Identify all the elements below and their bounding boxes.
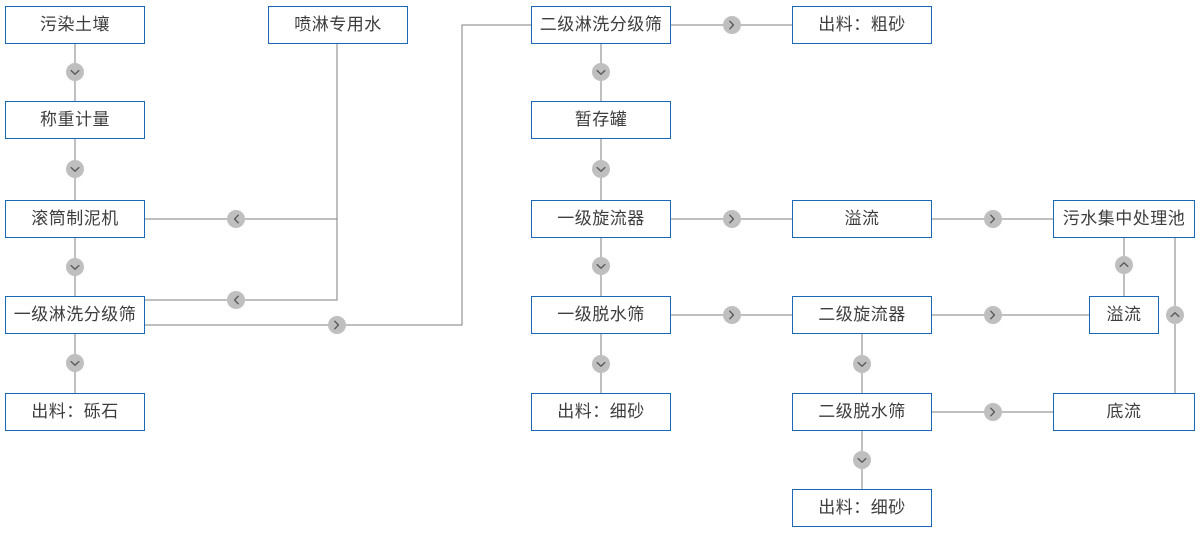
flow-node-label: 底流 bbox=[1106, 401, 1142, 422]
flow-node-label: 二级脱水筛 bbox=[818, 401, 906, 422]
edge-direction-marker bbox=[1166, 306, 1184, 324]
edge-direction-marker bbox=[66, 63, 84, 81]
chevron-up-icon bbox=[1170, 312, 1180, 318]
edge-direction-marker bbox=[984, 306, 1002, 324]
chevron-right-icon bbox=[334, 320, 340, 330]
chevron-right-icon bbox=[729, 214, 735, 224]
flow-node[interactable]: 喷淋专用水 bbox=[268, 6, 408, 44]
flow-node-label: 溢流 bbox=[1106, 304, 1142, 325]
flow-node-label: 出料：细砂 bbox=[557, 401, 645, 422]
edge-direction-marker bbox=[853, 355, 871, 373]
edge-direction-marker bbox=[723, 16, 741, 34]
chevron-right-icon bbox=[990, 407, 996, 417]
edge-direction-marker bbox=[66, 354, 84, 372]
edge-direction-marker bbox=[723, 306, 741, 324]
flow-node[interactable]: 滚筒制泥机 bbox=[5, 200, 145, 238]
flow-node-label: 污水集中处理池 bbox=[1062, 208, 1186, 229]
edge-direction-marker bbox=[984, 403, 1002, 421]
flow-node-label: 一级脱水筛 bbox=[557, 304, 645, 325]
chevron-down-icon bbox=[857, 361, 867, 367]
chevron-left-icon bbox=[233, 295, 239, 305]
edge-direction-marker bbox=[328, 316, 346, 334]
flow-node[interactable]: 一级脱水筛 bbox=[531, 296, 671, 334]
flow-node[interactable]: 一级旋流器 bbox=[531, 200, 671, 238]
flow-node[interactable]: 出料：粗砂 bbox=[792, 6, 932, 44]
chevron-down-icon bbox=[596, 361, 606, 367]
flow-node-label: 暂存罐 bbox=[574, 109, 628, 130]
flow-node-label: 称重计量 bbox=[40, 109, 110, 130]
flow-node[interactable]: 暂存罐 bbox=[531, 101, 671, 139]
chevron-down-icon bbox=[70, 166, 80, 172]
flow-node[interactable]: 二级脱水筛 bbox=[792, 393, 932, 431]
edge bbox=[145, 24, 531, 326]
flow-node-label: 一级淋洗分级筛 bbox=[13, 304, 137, 325]
chevron-left-icon bbox=[233, 214, 239, 224]
chevron-right-icon bbox=[990, 310, 996, 320]
edge-direction-marker bbox=[984, 210, 1002, 228]
chevron-down-icon bbox=[70, 360, 80, 366]
flow-node[interactable]: 称重计量 bbox=[5, 101, 145, 139]
flow-node[interactable]: 出料：细砂 bbox=[531, 393, 671, 431]
flow-node-label: 滚筒制泥机 bbox=[31, 208, 119, 229]
chevron-right-icon bbox=[729, 310, 735, 320]
edge-direction-marker bbox=[227, 210, 245, 228]
chevron-down-icon bbox=[596, 263, 606, 269]
flow-node-label: 污染土壤 bbox=[40, 14, 110, 35]
flow-node-label: 出料：粗砂 bbox=[818, 14, 906, 35]
chevron-down-icon bbox=[596, 69, 606, 75]
chevron-right-icon bbox=[990, 214, 996, 224]
edge-direction-marker bbox=[723, 210, 741, 228]
chevron-right-icon bbox=[729, 20, 735, 30]
flow-node-label: 二级淋洗分级筛 bbox=[539, 14, 663, 35]
flow-node[interactable]: 污染土壤 bbox=[5, 6, 145, 44]
flow-node[interactable]: 一级淋洗分级筛 bbox=[5, 296, 145, 334]
edge-direction-marker bbox=[592, 160, 610, 178]
edge-direction-marker bbox=[1115, 256, 1133, 274]
flow-node-label: 出料：细砂 bbox=[818, 497, 906, 518]
flow-node[interactable]: 二级淋洗分级筛 bbox=[531, 6, 671, 44]
edge-direction-marker bbox=[66, 160, 84, 178]
flow-node[interactable]: 溢流 bbox=[792, 200, 932, 238]
edge-direction-marker bbox=[592, 355, 610, 373]
edge-direction-marker bbox=[227, 291, 245, 309]
edge-direction-marker bbox=[853, 451, 871, 469]
chevron-up-icon bbox=[1119, 262, 1129, 268]
flow-node[interactable]: 出料：砾石 bbox=[5, 393, 145, 431]
edge-direction-marker bbox=[66, 258, 84, 276]
flow-node-label: 喷淋专用水 bbox=[294, 14, 382, 35]
flow-node-label: 一级旋流器 bbox=[557, 208, 645, 229]
edge bbox=[145, 219, 338, 301]
flow-node[interactable]: 底流 bbox=[1053, 393, 1195, 431]
edge-direction-marker bbox=[592, 63, 610, 81]
flow-node[interactable]: 二级旋流器 bbox=[792, 296, 932, 334]
flow-node[interactable]: 出料：细砂 bbox=[792, 489, 932, 527]
flow-node[interactable]: 溢流 bbox=[1089, 296, 1159, 334]
chevron-down-icon bbox=[70, 264, 80, 270]
flow-node-label: 出料：砾石 bbox=[31, 401, 119, 422]
chevron-down-icon bbox=[70, 69, 80, 75]
flow-node-label: 二级旋流器 bbox=[818, 304, 906, 325]
chevron-down-icon bbox=[596, 166, 606, 172]
edge bbox=[145, 44, 338, 220]
flow-node-label: 溢流 bbox=[844, 208, 880, 229]
edge-direction-marker bbox=[592, 257, 610, 275]
chevron-down-icon bbox=[857, 457, 867, 463]
flow-node[interactable]: 污水集中处理池 bbox=[1053, 200, 1195, 238]
